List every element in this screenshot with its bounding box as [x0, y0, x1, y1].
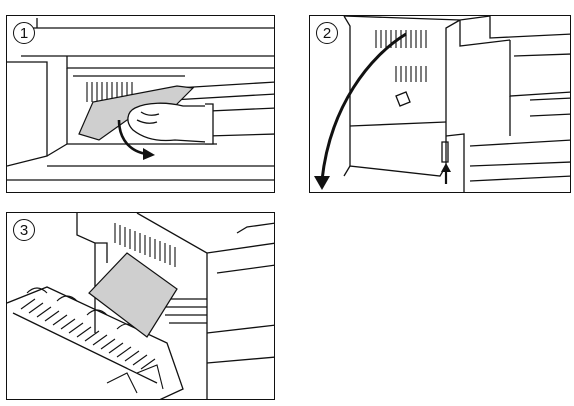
- step-1-illustration: [7, 18, 274, 181]
- step-2-panel: 2: [309, 15, 571, 193]
- step-3-illustration: [7, 213, 274, 399]
- jammed-paper: [88, 252, 178, 338]
- curved-arrow-icon: [314, 32, 407, 190]
- curved-arrow-icon: [117, 119, 155, 160]
- step-2-illustration: [314, 16, 570, 192]
- hand-icon: [127, 102, 214, 145]
- step-3-panel: 3: [6, 212, 275, 400]
- step-number-1: 1: [13, 22, 35, 44]
- step-number-3: 3: [13, 219, 35, 241]
- step-1-panel: 1: [6, 15, 275, 193]
- step-number-2: 2: [316, 22, 338, 44]
- up-arrow-icon: [441, 163, 451, 184]
